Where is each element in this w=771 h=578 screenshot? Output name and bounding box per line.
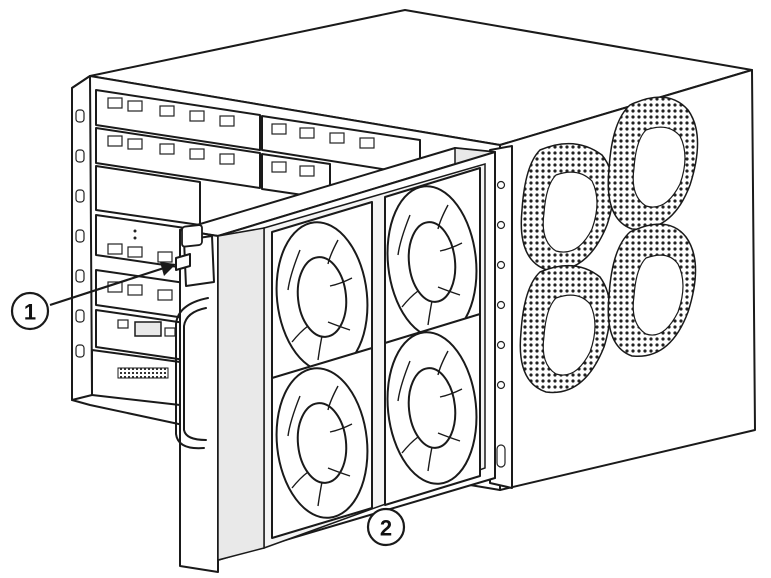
callout-1-label: 1 — [24, 300, 36, 325]
callout-1: 1 — [10, 262, 176, 331]
callout-1-circle — [10, 291, 50, 331]
left-mounting-ear — [71, 75, 93, 401]
fan-top-right — [384, 167, 481, 359]
side-vent-lower-right — [607, 223, 697, 358]
line-card-slots — [91, 89, 421, 406]
callout-2: 2 — [366, 507, 406, 547]
callout-1-leader — [49, 266, 165, 307]
fan-bottom-left — [271, 347, 373, 539]
line-card-1 — [95, 89, 261, 151]
callout-1-arrowhead — [160, 262, 176, 276]
fan-bottom-right — [384, 313, 481, 506]
fan-top-left — [271, 201, 373, 393]
fan-tray-pull-handle[interactable] — [175, 297, 209, 450]
side-vent-upper-right — [607, 96, 699, 231]
side-vent-upper-left — [520, 142, 615, 272]
fan-tray-assembly — [175, 147, 496, 573]
line-card-2 — [95, 127, 261, 189]
fan-tray-latch[interactable] — [175, 224, 215, 287]
side-vent-lower-left — [519, 264, 611, 394]
line-card-5 — [95, 214, 186, 269]
callout-2-label: 2 — [380, 516, 392, 541]
callout-2-circle — [366, 507, 406, 547]
chassis-side-panel — [499, 69, 756, 491]
